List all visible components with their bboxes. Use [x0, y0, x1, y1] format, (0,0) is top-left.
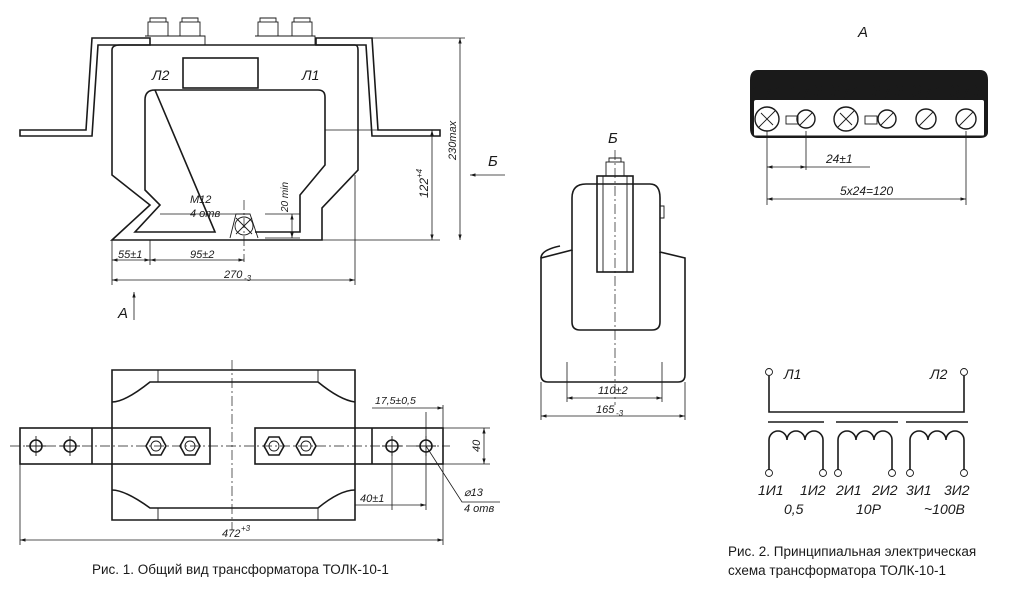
dim-165: 165 [596, 404, 615, 416]
secondary-label: 3И2 [944, 482, 970, 498]
terminal-label: 1И2 [790, 82, 823, 102]
accuracy-class-2: 10Р [856, 501, 882, 517]
view-a-marker: А [117, 305, 128, 322]
nameplate [182, 57, 259, 89]
dim-122-ext [322, 129, 440, 241]
side-body-outline [540, 183, 686, 383]
secondary-label: 2И1 [835, 482, 862, 498]
fig1-caption: Рис. 1. Общий вид трансформатора ТОЛК-10… [92, 562, 389, 577]
dim-40h: 40±1 [360, 493, 384, 505]
fig2-caption-line2: схема трансформатора ТОЛК-10-1 [728, 563, 946, 578]
dim-17-5: 17,5±0,5 [375, 395, 416, 407]
side-view-title: Б [608, 130, 618, 147]
body-window [133, 89, 326, 233]
top-body-ribs [157, 370, 319, 520]
side-body-curve [540, 245, 561, 259]
dim-110: 110±2 [598, 385, 628, 397]
busbar-left [19, 37, 151, 137]
dim-55: 55±1 [118, 249, 142, 261]
top-body-curves [111, 381, 356, 509]
dim-110-ext [566, 362, 663, 402]
dim-20-ext [265, 213, 300, 239]
dim-20min: 20 min [280, 182, 291, 213]
side-view-b: Б 110±2 165 -3 [540, 130, 686, 420]
dim-165-tol: -3 [616, 409, 624, 418]
coil-1 [768, 430, 824, 470]
secondary-terminal-dots [765, 469, 968, 477]
terminal-label: 3И2 [950, 82, 983, 102]
secondary-label: 1И2 [800, 482, 826, 498]
dim-95: 95±2 [190, 249, 214, 261]
coil-2 [837, 430, 893, 470]
primary-l2: Л2 [929, 366, 948, 382]
accuracy-class-3: ~100В [924, 501, 965, 517]
thread-qty: 4 отв [190, 208, 220, 220]
dim-122-tol: +4 [415, 168, 424, 178]
terminal-screws [754, 106, 977, 132]
terminal-view-title: А [857, 24, 868, 41]
terminal-l2-dot [960, 368, 968, 376]
fig2-caption-line1: Рис. 2. Принципиальная электрическая [728, 544, 976, 559]
hole-diameter: ⌀13 [464, 487, 484, 499]
schematic: Л1 Л2 1И1 1И2 2И1 2И2 3И1 3И2 0,5 10Р ~1… [758, 366, 970, 517]
dim-270-tol: -3 [244, 274, 252, 283]
terminal-strip [754, 100, 984, 136]
plate-label-l2: Л2 [151, 67, 170, 83]
dim-120: 5х24=120 [840, 184, 893, 198]
terminal-l1-dot [765, 368, 773, 376]
terminal-block-view-a: А 1И1 1И2 2И1 2И2 3И1 3И2 24±1 5х24=120 [750, 24, 988, 205]
side-bolt [660, 205, 665, 219]
primary-winding [768, 376, 965, 413]
dim-40h-ext [391, 452, 427, 510]
thread-size: M12 [190, 194, 211, 206]
mounting-holes [229, 213, 259, 239]
dim-472-ext [19, 464, 444, 545]
terminal-label: 3И1 [912, 82, 945, 102]
terminal-label: 2И1 [830, 82, 863, 102]
hole-leader [425, 445, 500, 503]
secondary-label: 3И1 [906, 482, 932, 498]
dim-40v-ext [443, 427, 490, 465]
dim-40v: 40 [471, 439, 483, 452]
side-body-inner [571, 250, 661, 331]
top-terminals [145, 17, 316, 45]
terminal-label: 2И2 [871, 82, 904, 102]
front-view: Л2 Л1 M12 4 отв 20 min 122 +4 230max Б 5… [19, 17, 505, 322]
hole-qty: 4 отв [464, 503, 494, 515]
accuracy-class-1: 0,5 [784, 501, 804, 517]
dim-122: 122 [417, 178, 431, 198]
terminal-label: 1И1 [752, 82, 785, 102]
bottom-dim-ext [111, 175, 356, 285]
dim-472: 472 [222, 528, 240, 540]
secondary-label: 1И1 [758, 482, 784, 498]
primary-l1: Л1 [783, 366, 801, 382]
coil-3 [909, 430, 965, 470]
view-b-marker: Б [488, 153, 498, 170]
plate-label-l1: Л1 [301, 67, 319, 83]
dim-17-ext [425, 405, 444, 440]
dim-165-ext [540, 382, 686, 420]
dim-230max: 230max [447, 120, 459, 161]
dim-24: 24±1 [825, 152, 853, 166]
busbar-right [315, 37, 441, 137]
secondary-label: 2И2 [871, 482, 898, 498]
terminal-labels: 1И1 1И2 2И1 2И2 3И1 3И2 [752, 82, 983, 102]
dim-270: 270 [223, 269, 243, 281]
top-view: 17,5±0,5 40 40±1 ⌀13 4 отв 472 +3 [10, 360, 500, 545]
top-body-outer [111, 369, 356, 521]
dim-472-tol: +3 [241, 524, 251, 533]
body-outline [109, 44, 359, 241]
